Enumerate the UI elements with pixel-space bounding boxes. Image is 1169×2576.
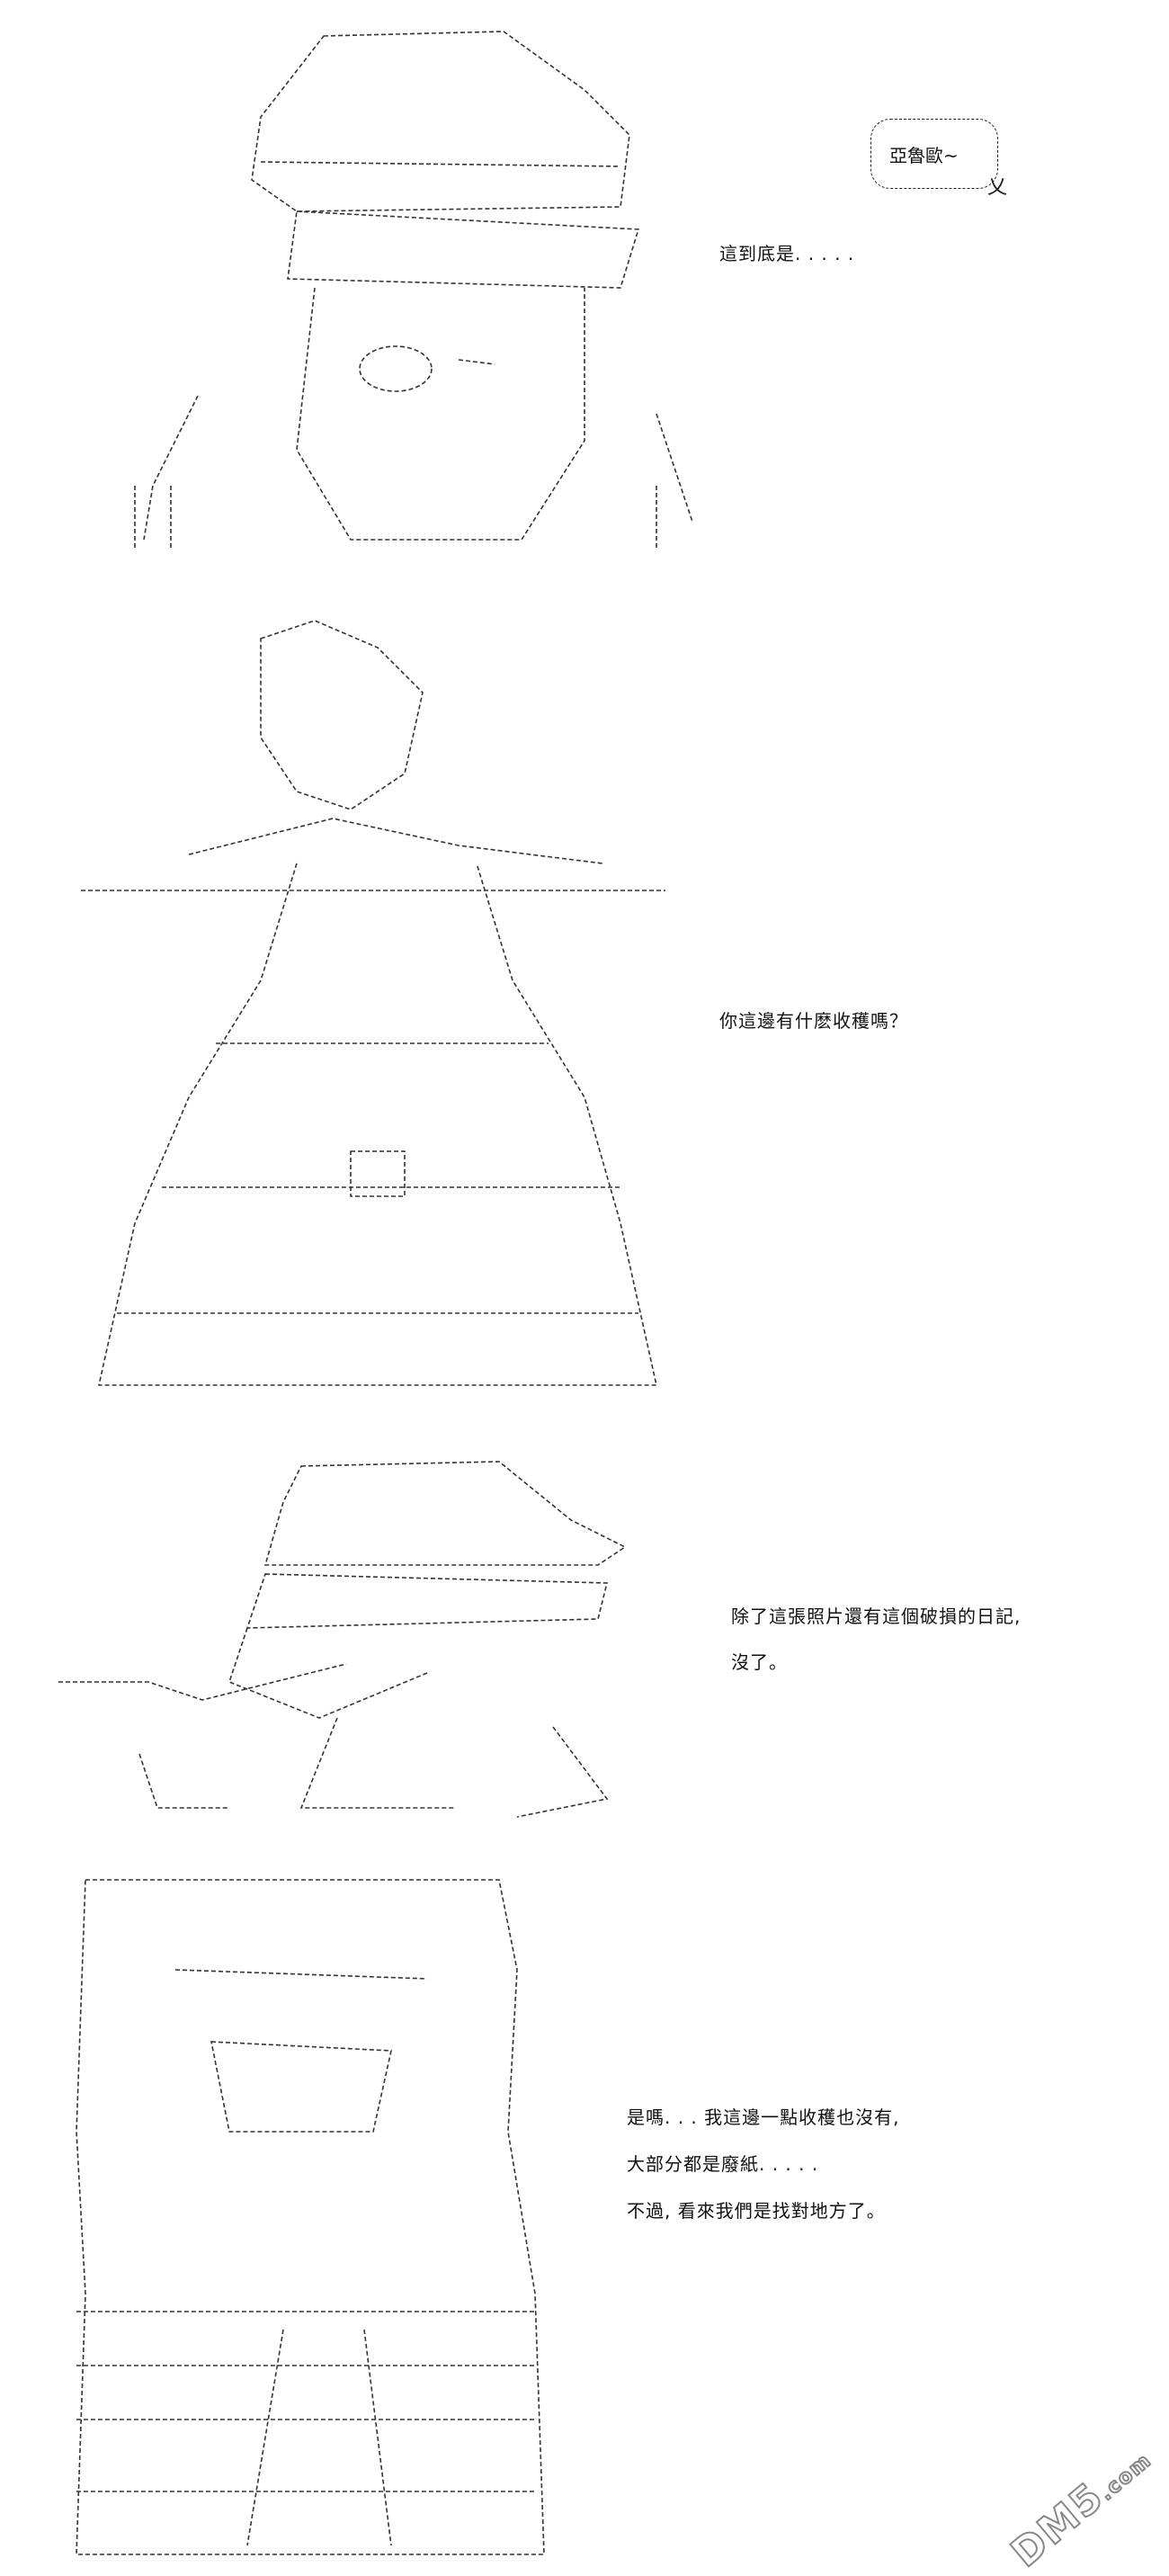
dialogue-line: 是嗎. . . 我這邊一點收穫也沒有, — [627, 2106, 900, 2128]
ascii-art-figure-dress — [81, 594, 692, 1412]
dialogue-line: 除了這張照片還有這個破損的日記, — [731, 1606, 1022, 1627]
bubble-tail: 乂 — [987, 176, 1008, 199]
watermark-logo: DM5.com — [1002, 2435, 1159, 2576]
bubble-text: 亞魯歐~ — [889, 145, 959, 166]
ascii-art-figure-photo — [49, 1448, 679, 1835]
speech-bubble: 亞魯歐~ — [870, 119, 998, 189]
dialogue-line: 沒了。 — [731, 1651, 788, 1673]
watermark-suffix: .com — [1094, 2448, 1157, 2506]
dialogue-line: 你這邊有什麽收穫嗎？ — [719, 1010, 908, 1032]
dialogue-line: 大部分都是廢紙. . . . . — [627, 2153, 819, 2175]
ascii-art-figure-hat — [117, 18, 701, 558]
ascii-art-figure-coat — [67, 1862, 553, 2563]
dialogue-line: 不過, 看來我們是找對地方了。 — [627, 2200, 886, 2222]
dialogue-line: 這到底是. . . . . — [719, 243, 855, 264]
